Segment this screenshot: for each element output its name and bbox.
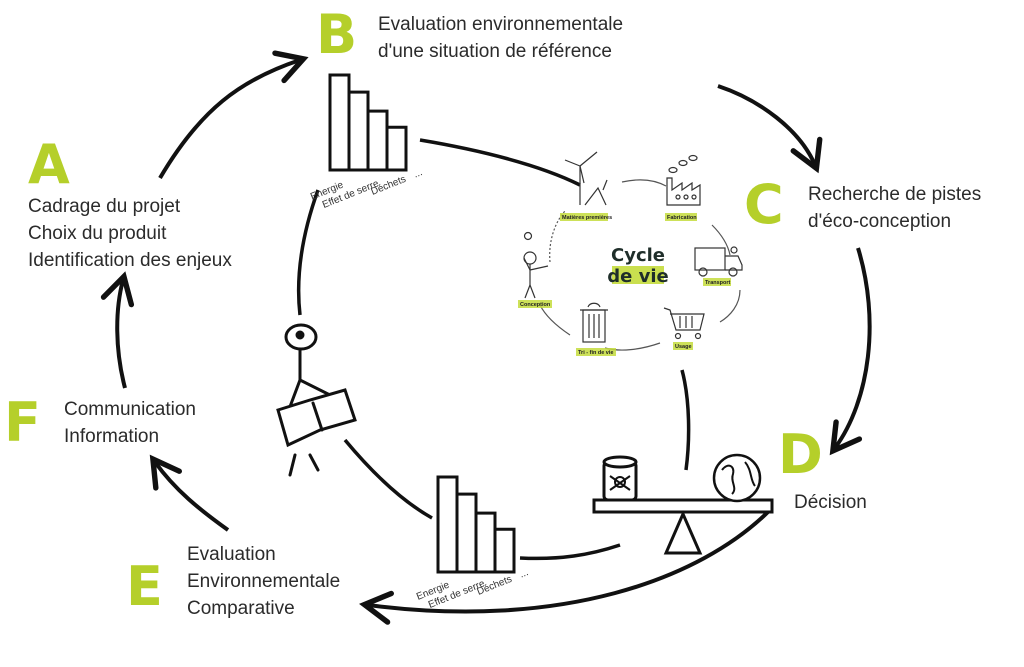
toxic-barrel-icon <box>602 455 638 502</box>
line-b-to-figure <box>296 189 320 316</box>
step-e-line-3: Comparative <box>187 598 295 619</box>
stage-usage: Usage <box>675 344 692 350</box>
bar-label-dechets: Déchets <box>370 174 408 198</box>
step-b-line-2: d'une situation de référence <box>378 41 612 62</box>
bar-sketch-comparative <box>436 475 516 574</box>
step-a-line-2: Choix du produit <box>28 223 167 244</box>
trash-bin-icon <box>580 302 608 343</box>
step-e-label: Evaluation Environnementale Comparative <box>187 541 340 622</box>
cycle-title-highlight <box>612 266 664 284</box>
arrow-e-to-f <box>149 454 230 532</box>
sketch-bar <box>455 492 478 574</box>
sketch-bar <box>436 475 459 574</box>
step-b-line-1: Evaluation environnementale <box>378 14 624 35</box>
step-d-label: Décision <box>794 489 867 516</box>
sketch-bar <box>328 73 351 172</box>
step-e-line-1: Evaluation <box>187 544 276 565</box>
stage-matieres-premieres: Matières premières <box>562 215 612 221</box>
step-letter-f: F <box>4 391 41 454</box>
factory-icon <box>666 154 701 206</box>
life-cycle-stage-labels: Matières premières Fabrication Transport… <box>518 213 731 356</box>
step-f-label: Communication Information <box>64 396 196 450</box>
life-cycle-title-line-2: de vie <box>607 266 669 287</box>
step-c-line-1: Recherche de pistes <box>808 184 982 205</box>
life-cycle-title: Cycle de vie <box>598 245 678 287</box>
step-b-label: Evaluation environnementale d'une situat… <box>378 11 623 65</box>
sketch-bar <box>385 125 408 172</box>
arrow-d-to-e <box>359 508 772 625</box>
balance-scale-icon <box>592 498 774 555</box>
step-letter-c: C <box>744 173 784 236</box>
step-letter-d: D <box>778 423 823 486</box>
globe-icon <box>712 453 762 503</box>
step-f-line-1: Communication <box>64 399 196 420</box>
stage-fabrication: Fabrication <box>667 215 697 221</box>
arrow-c-to-d <box>829 247 872 456</box>
arrow-a-to-b <box>158 50 309 180</box>
step-f-line-2: Information <box>64 426 160 447</box>
bar-label-etc: ... <box>518 567 530 580</box>
reading-stick-figure-icon <box>276 323 357 477</box>
arrow-f-to-a <box>100 271 135 389</box>
step-letter-e: E <box>126 555 163 618</box>
stage-transport: Transport <box>705 280 731 286</box>
line-bars-to-lifecycle <box>419 138 581 187</box>
step-a-label: Cadrage du projet Choix du produit Ident… <box>28 193 232 274</box>
step-e-line-2: Environnementale <box>187 571 341 592</box>
shopping-cart-icon <box>663 307 705 340</box>
step-a-line-1: Cadrage du projet <box>28 196 181 217</box>
step-c-label: Recherche de pistes d'éco-conception <box>808 181 981 235</box>
sketch-bar <box>474 511 497 574</box>
sketch-bar <box>347 90 370 172</box>
arrow-b-to-c <box>717 84 823 174</box>
line-bars2-to-scale <box>519 543 621 561</box>
sketch-bar <box>366 109 389 172</box>
stage-tri-fin-de-vie: Tri - fin de vie <box>578 350 613 356</box>
bar-label-dechets: Déchets <box>476 574 514 598</box>
step-d-line-1: Décision <box>794 492 867 513</box>
line-figure-to-bars2 <box>343 438 433 520</box>
life-cycle-title-line-1: Cycle <box>611 245 665 266</box>
wind-turbine-icon <box>564 151 608 206</box>
bar-label-etc: ... <box>412 167 424 180</box>
truck-icon <box>694 246 743 277</box>
step-letter-b: B <box>316 3 358 66</box>
stick-figure-idea-icon <box>523 231 549 299</box>
step-letter-a: A <box>28 133 70 196</box>
sketch-bar <box>493 527 516 574</box>
step-a-line-3: Identification des enjeux <box>28 250 232 271</box>
step-c-line-2: d'éco-conception <box>808 211 952 232</box>
bar-sketch-reference <box>328 73 408 172</box>
line-lifecycle-to-scale <box>680 369 691 471</box>
stage-conception: Conception <box>520 302 551 308</box>
